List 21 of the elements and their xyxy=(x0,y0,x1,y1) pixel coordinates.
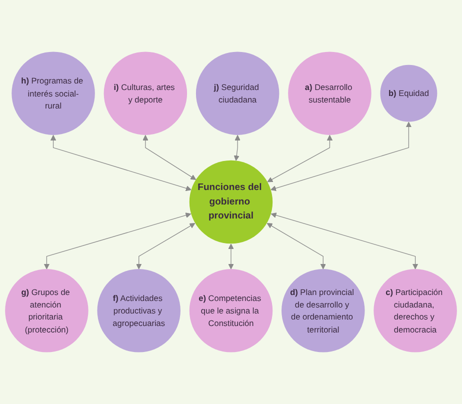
node-circle: i) Culturas, artes y deporte xyxy=(104,52,188,135)
arrow xyxy=(266,223,326,270)
node-circle: Funciones del gobierno provincial xyxy=(189,160,273,244)
arrow xyxy=(50,134,192,192)
arrow xyxy=(267,134,333,182)
arrow xyxy=(136,223,196,270)
arrow xyxy=(142,134,196,180)
node-circle: c) Participación ciudadana, derechos y democracia xyxy=(374,269,457,352)
node-circle: a) Desarrollo sustentable xyxy=(288,52,372,135)
arrow xyxy=(44,212,192,270)
node-circle: j) Seguridad ciudadana xyxy=(196,52,280,135)
arrow xyxy=(270,122,412,192)
arrow xyxy=(234,134,240,161)
arrow xyxy=(228,244,234,270)
node-circle: b) Equidad xyxy=(380,64,438,122)
arrow xyxy=(270,212,418,270)
node-circle: f) Actividades productivas y agropecuarias xyxy=(97,269,180,352)
node-circle: e) Competencias que le asigna la Constitución xyxy=(189,269,273,352)
node-circle: g) Grupos de atención prioritaria (protección) xyxy=(5,269,88,352)
node-circle: h) Programas de interés social-rural xyxy=(12,52,95,135)
node-circle: d) Plan provincial de desarrollo y de ordenamiento territorial xyxy=(282,269,365,352)
